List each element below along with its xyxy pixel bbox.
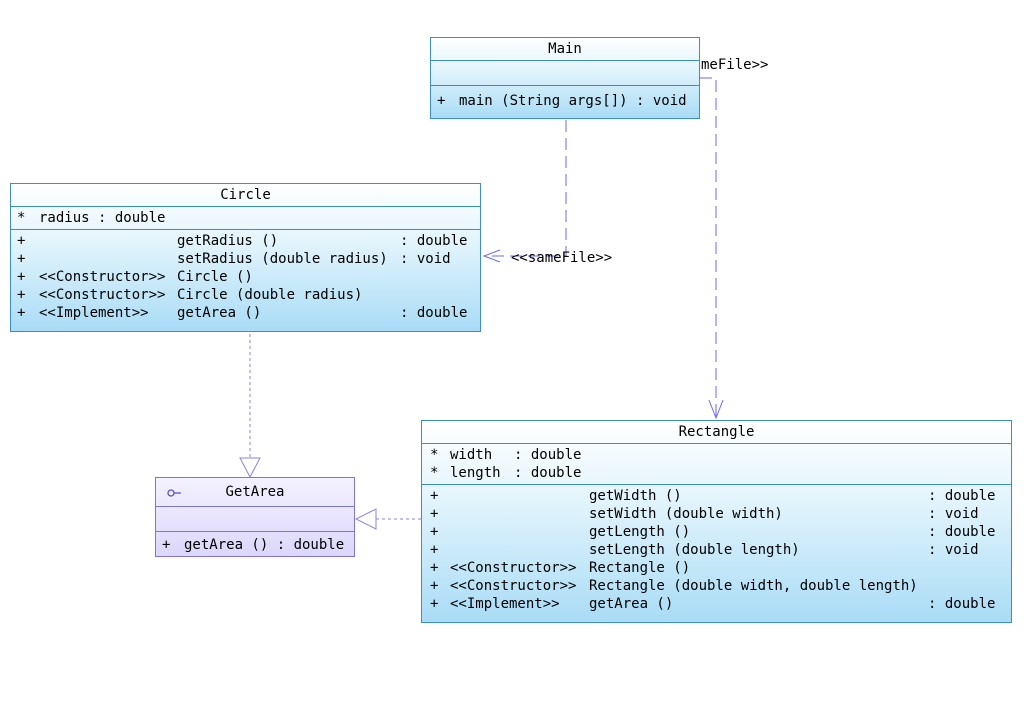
method-row: + getLength () : double <box>430 523 1011 541</box>
return-type: : double <box>928 488 996 504</box>
method-text: getArea () : double <box>184 537 345 553</box>
interface-name: GetArea <box>225 484 285 500</box>
visibility: + <box>17 287 26 303</box>
realization-rectangle-getarea-triangle <box>354 508 377 530</box>
method-row: + getArea () : double <box>162 536 354 554</box>
method-signature: Circle () <box>177 269 253 285</box>
return-type: : double <box>400 233 468 249</box>
stereotype: <<Implement>> <box>39 305 149 321</box>
stereotype: <<Constructor>> <box>450 560 577 576</box>
visibility: + <box>430 506 439 522</box>
return-type: : double <box>928 596 996 612</box>
interface-lollipop-icon <box>167 489 181 497</box>
visibility: + <box>430 578 439 594</box>
attribute-row: * radius : double <box>17 209 480 227</box>
visibility: + <box>430 542 439 558</box>
method-row: + setLength (double length) : void <box>430 541 1011 559</box>
return-type: : void <box>928 542 979 558</box>
method-row: + setRadius (double radius) : void <box>17 250 480 268</box>
class-circle-attributes: * radius : double <box>11 207 480 230</box>
visibility: + <box>17 251 26 267</box>
method-signature: getArea () <box>589 596 674 612</box>
method-signature: getRadius () <box>177 233 279 249</box>
stereotype: <<Constructor>> <box>39 287 166 303</box>
method-signature: setLength (double length) <box>589 542 800 558</box>
attribute-row: * width : double <box>430 446 1011 464</box>
method-text: main (String args[]) : void <box>459 93 687 109</box>
attribute-name: length <box>450 465 501 481</box>
visibility: + <box>430 596 439 612</box>
class-circle[interactable]: Circle * radius : double + getRadius () … <box>10 183 481 332</box>
return-type: : void <box>928 506 979 522</box>
method-signature: setRadius (double radius) <box>177 251 388 267</box>
method-signature: Rectangle (double width, double length) <box>589 578 918 594</box>
samefile-label-circle: <<sameFile>> <box>511 250 613 266</box>
class-main-attributes <box>431 61 699 86</box>
method-signature: getArea () <box>177 305 262 321</box>
visibility: * <box>17 210 26 226</box>
visibility: + <box>17 305 26 321</box>
visibility: + <box>17 233 26 249</box>
dependency-main-circle <box>484 120 567 257</box>
class-main-methods: + main (String args[]) : void <box>431 86 699 112</box>
realization-circle-getarea-triangle <box>239 457 261 479</box>
visibility: + <box>162 537 171 553</box>
class-circle-methods: + getRadius () : double + setRadius (dou… <box>11 230 480 324</box>
class-rectangle-methods: + getWidth () : double + setWidth (doubl… <box>422 485 1011 615</box>
visibility: * <box>430 465 439 481</box>
method-signature: Rectangle () <box>589 560 691 576</box>
class-circle-title: Circle <box>11 184 480 207</box>
class-rectangle[interactable]: Rectangle * width : double * length : do… <box>421 420 1012 623</box>
stereotype: <<Constructor>> <box>39 269 166 285</box>
dependency-main-circle-arrowhead <box>482 249 501 263</box>
method-signature: Circle (double radius) <box>177 287 363 303</box>
method-row: + <<Implement>> getArea () : double <box>430 595 1011 613</box>
visibility: + <box>437 93 446 109</box>
class-rectangle-title: Rectangle <box>422 421 1011 444</box>
class-main[interactable]: Main + main (String args[]) : void <box>430 37 700 119</box>
samefile-label-rectangle: meFile>> <box>701 57 769 73</box>
attribute-type: : double <box>514 447 582 463</box>
stereotype: <<Implement>> <box>450 596 560 612</box>
method-row: + getRadius () : double <box>17 232 480 250</box>
attribute-type: : double <box>514 465 582 481</box>
attribute-name: width <box>450 447 493 463</box>
return-type: : void <box>400 251 451 267</box>
method-row: + getWidth () : double <box>430 487 1011 505</box>
attribute-row: * length : double <box>430 464 1011 482</box>
class-main-title: Main <box>431 38 699 61</box>
stereotype: <<Constructor>> <box>450 578 577 594</box>
method-row: + <<Constructor>> Rectangle () <box>430 559 1011 577</box>
method-signature: getLength () <box>589 524 691 540</box>
method-row: + <<Constructor>> Circle (double radius) <box>17 286 480 304</box>
interface-getarea-attributes <box>156 507 354 532</box>
method-row: + <<Implement>> getArea () : double <box>17 304 480 322</box>
return-type: : double <box>400 305 468 321</box>
interface-getarea[interactable]: GetArea + getArea () : double <box>155 477 355 557</box>
return-type: : double <box>928 524 996 540</box>
interface-getarea-title: GetArea <box>156 478 354 507</box>
method-signature: getWidth () <box>589 488 682 504</box>
method-signature: setWidth (double width) <box>589 506 783 522</box>
interface-getarea-methods: + getArea () : double <box>156 532 354 556</box>
attribute-text: radius : double <box>39 210 166 226</box>
visibility: + <box>430 560 439 576</box>
visibility: + <box>17 269 26 285</box>
method-row: + <<Constructor>> Rectangle (double widt… <box>430 577 1011 595</box>
dependency-main-rectangle-arrowhead <box>708 399 724 420</box>
method-row: + setWidth (double width) : void <box>430 505 1011 523</box>
method-row: + <<Constructor>> Circle () <box>17 268 480 286</box>
visibility: * <box>430 447 439 463</box>
class-rectangle-attributes: * width : double * length : double <box>422 444 1011 485</box>
dependency-main-rectangle <box>700 77 717 418</box>
connectors <box>239 77 724 530</box>
method-row: + main (String args[]) : void <box>437 92 699 110</box>
visibility: + <box>430 524 439 540</box>
visibility: + <box>430 488 439 504</box>
